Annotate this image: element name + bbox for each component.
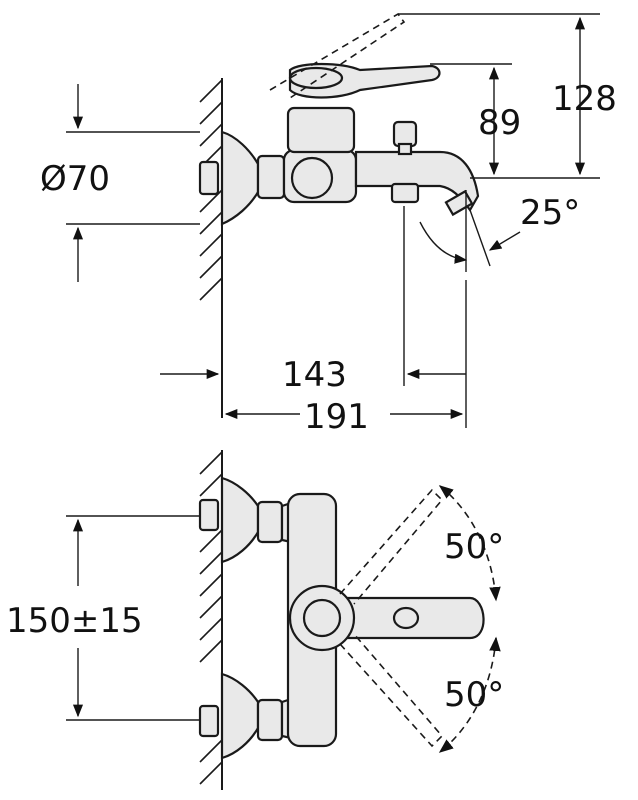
diverter-knob xyxy=(290,156,334,200)
cartridge-housing xyxy=(286,106,356,154)
angle-arc-upper xyxy=(438,485,501,602)
lower-escutcheon xyxy=(220,672,260,760)
hose-outlet xyxy=(390,182,420,204)
dim-label-143: 143 xyxy=(282,355,347,395)
lever-swing-upper-outline xyxy=(339,488,444,605)
lower-nut xyxy=(256,698,284,742)
front-elevation-view: 50° 50° 150±15 xyxy=(6,450,504,790)
dim-label-angle-upper: 50° xyxy=(444,527,504,567)
dim-label-89: 89 xyxy=(478,103,521,143)
upper-escutcheon xyxy=(220,476,260,564)
lever-cap xyxy=(288,66,344,90)
angle-arc-lower xyxy=(438,636,501,753)
dim-label-angle-spout: 25° xyxy=(520,193,580,233)
dim-label-191: 191 xyxy=(304,397,369,437)
lever-indicator xyxy=(392,606,420,630)
dim-label-spacing: 150±15 xyxy=(6,601,143,641)
diverter-stem xyxy=(397,142,413,156)
spout-angle-arrow xyxy=(488,231,521,251)
lower-pipe-stub xyxy=(198,704,220,738)
dim-label-diameter: Ø70 xyxy=(40,159,110,199)
wall-pipe-stub xyxy=(198,160,220,196)
upper-pipe-stub xyxy=(198,498,220,532)
wall-hatch-bottom xyxy=(199,451,223,785)
wall-escutcheon xyxy=(220,130,260,226)
spout-aerator xyxy=(444,189,474,217)
side-elevation-view: 128 89 25° Ø70 143 191 xyxy=(40,12,617,437)
upper-nut xyxy=(256,500,284,544)
diverter-button xyxy=(392,120,418,148)
connection-nut xyxy=(256,154,286,200)
spout-swing-arc xyxy=(419,221,468,264)
dim-label-128: 128 xyxy=(552,79,617,119)
lever-swing-lower-outline xyxy=(339,633,444,748)
spout-angle-line xyxy=(469,209,491,267)
lever-hub-inner xyxy=(302,598,342,638)
dim-label-angle-lower: 50° xyxy=(444,675,504,715)
lever-lifted-outline xyxy=(269,12,406,99)
spout xyxy=(354,150,480,213)
